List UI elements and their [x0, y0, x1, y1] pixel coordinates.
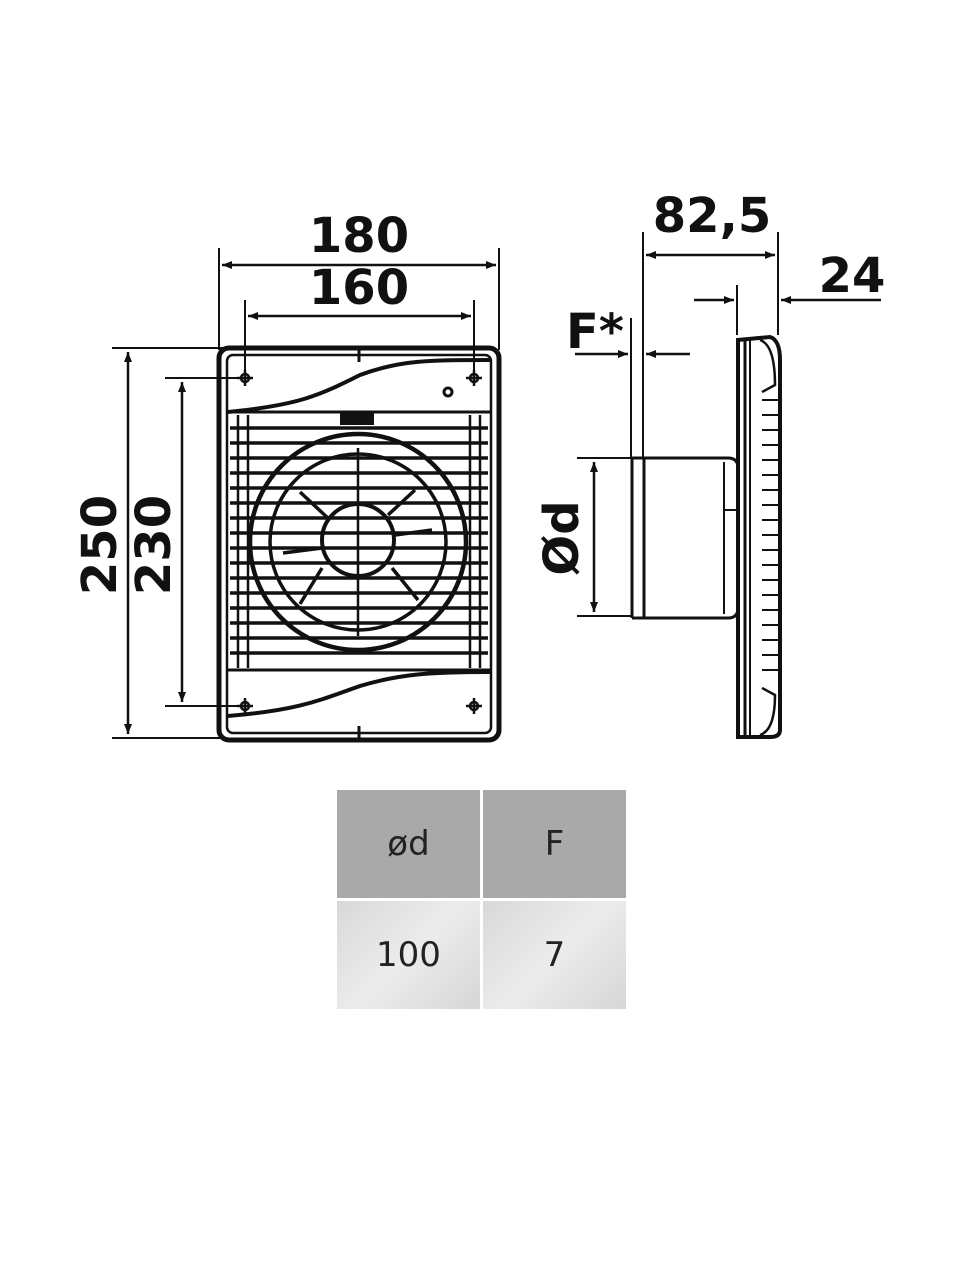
dim-depth: 82,5: [653, 188, 771, 244]
dim-flange: F*: [566, 304, 624, 360]
table-cell-diameter: 100: [337, 901, 480, 1009]
dimension-labels: 180 160 250 230 82,5 24 F* Ød: [72, 188, 885, 595]
fan-front-view: [216, 345, 502, 743]
table-cell-f: 7: [483, 901, 626, 1009]
dim-mount-height: 230: [126, 495, 182, 595]
side-slats: [762, 399, 778, 671]
table-header-f: F: [483, 790, 626, 898]
dim-front-depth: 24: [819, 248, 886, 304]
dimension-table: ød F 100 7: [337, 790, 626, 1009]
side-dimension-lines: [575, 232, 881, 617]
dim-mount-width: 160: [309, 260, 409, 316]
front-dimension-lines: [112, 248, 500, 739]
dim-outer-width: 180: [309, 208, 409, 264]
fan-side-view: [630, 334, 782, 739]
table-header-diameter: ød: [337, 790, 480, 898]
mount-holes: [237, 370, 482, 714]
dim-outer-height: 250: [72, 495, 128, 595]
dim-diameter: Ød: [534, 500, 590, 575]
